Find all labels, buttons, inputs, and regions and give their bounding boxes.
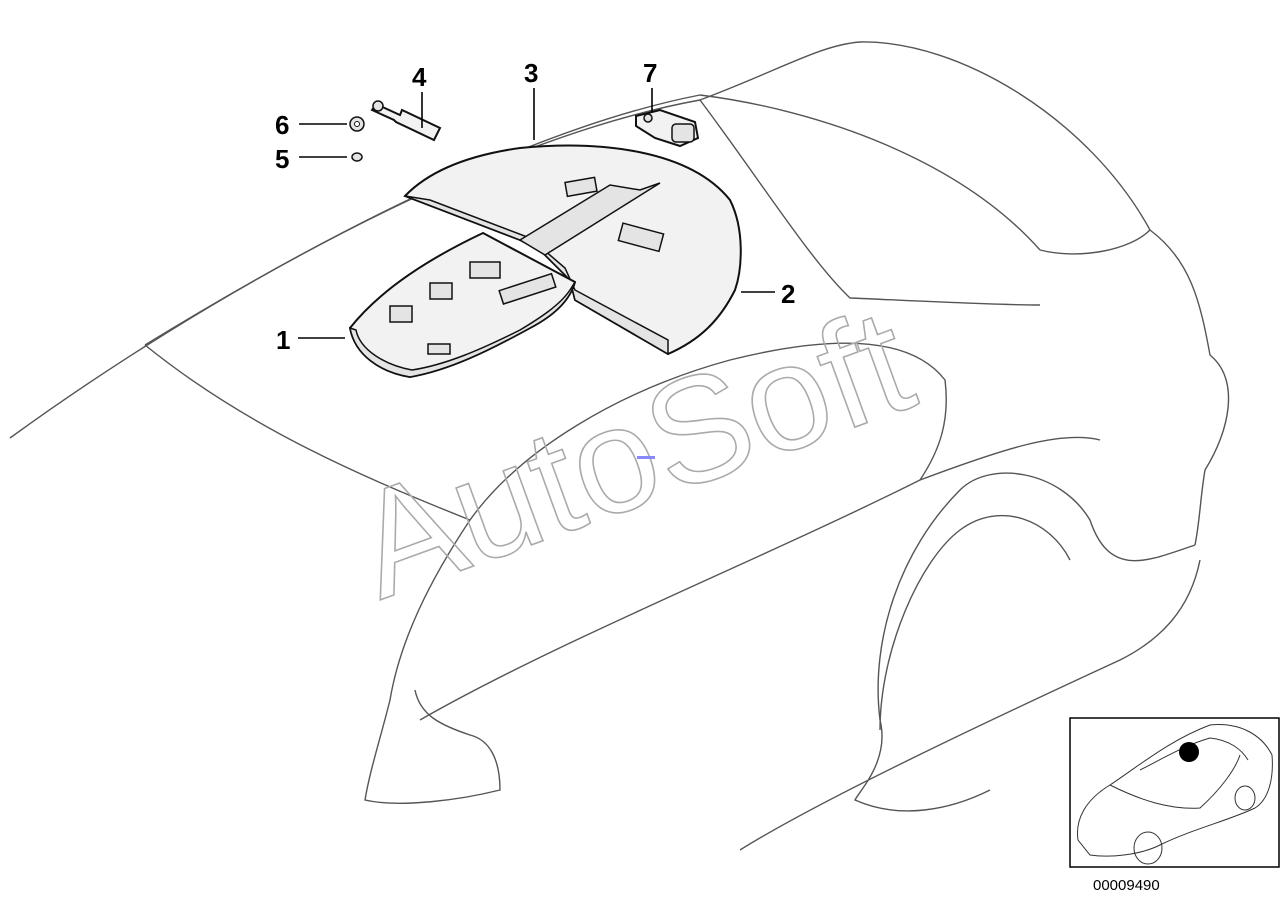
part-7-latch	[635, 108, 700, 148]
callout-5: 5	[275, 144, 289, 174]
callout-2: 2	[781, 279, 795, 309]
leader-lines	[298, 88, 775, 339]
part-1-lower-tray	[348, 231, 577, 379]
part-5-clip	[351, 152, 363, 162]
callout-3: 3	[524, 58, 538, 88]
part-3-upper-cover	[403, 144, 742, 356]
callout-1: 1	[276, 325, 290, 355]
callout-7: 7	[643, 58, 657, 88]
callout-6: 6	[275, 110, 289, 140]
car-outline	[9, 41, 1230, 851]
marker	[637, 456, 655, 459]
callouts: 1 2 3 4 5 6 7	[275, 58, 795, 355]
locator-inset	[1069, 717, 1280, 868]
part-4-gas-strut	[370, 100, 442, 142]
image-code: 00009490	[1093, 877, 1160, 894]
part-6-washer	[349, 116, 365, 132]
callout-4: 4	[412, 62, 427, 92]
